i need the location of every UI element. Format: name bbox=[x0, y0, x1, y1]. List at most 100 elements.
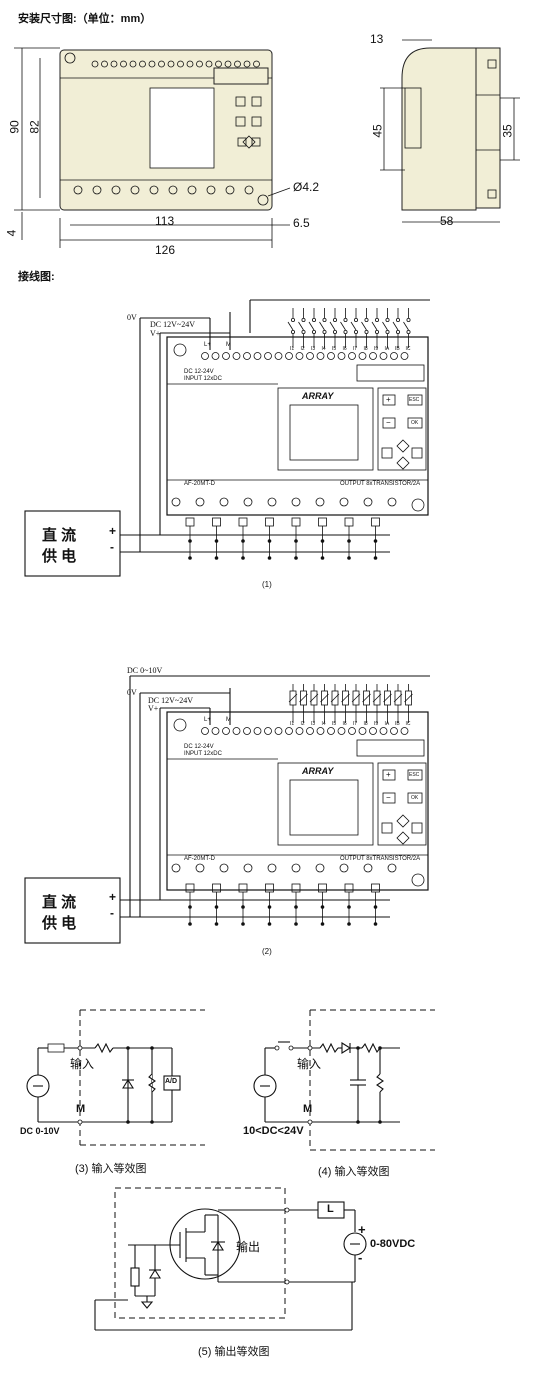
w1-supply-2: 供 电 bbox=[42, 548, 77, 565]
c3-ad: A/D bbox=[165, 1078, 178, 1085]
terminal-hole bbox=[148, 60, 156, 68]
input-label: I6 bbox=[342, 346, 347, 352]
junction bbox=[294, 922, 298, 926]
input-terminal bbox=[379, 352, 388, 360]
c4-dc: 10<DC<24V bbox=[243, 1125, 304, 1137]
junction bbox=[241, 905, 245, 909]
junction bbox=[267, 922, 272, 926]
terminal-hole bbox=[91, 60, 99, 68]
switch-blade bbox=[308, 321, 315, 331]
dim-126: 126 bbox=[155, 243, 176, 257]
w2-lplus: L+ bbox=[204, 717, 211, 723]
w2-output: OUTPUT 8xTRANSISTOR/2A bbox=[340, 856, 421, 862]
w1-dcinput: DC 12-24V bbox=[184, 369, 214, 375]
input-terminal bbox=[348, 352, 356, 360]
switch-blade bbox=[298, 321, 304, 331]
w1-m: M bbox=[226, 342, 231, 348]
input-terminal bbox=[390, 727, 398, 735]
input-terminal bbox=[358, 352, 367, 360]
terminal-hole bbox=[215, 60, 222, 68]
w1-brand: ARRAY bbox=[302, 391, 334, 401]
output-hole bbox=[267, 863, 277, 873]
output-hole bbox=[219, 863, 229, 873]
potentiometer-wiper bbox=[372, 693, 382, 703]
junction bbox=[267, 905, 272, 909]
input-terminal bbox=[232, 352, 241, 360]
input-label: I2 bbox=[300, 721, 305, 727]
w2-inputlabel: INPUT 12xDC bbox=[184, 751, 222, 757]
output-equivalent-5 bbox=[94, 1187, 367, 1331]
output-hole bbox=[243, 863, 253, 873]
junction bbox=[188, 556, 192, 560]
input-terminal bbox=[222, 727, 230, 735]
wiring-diagram-2 bbox=[24, 675, 430, 944]
input-label: IB bbox=[395, 721, 400, 727]
input-terminal bbox=[379, 727, 388, 735]
potentiometer-wiper bbox=[330, 693, 340, 703]
switch-contact bbox=[385, 329, 390, 334]
junction bbox=[320, 905, 325, 909]
output-hole bbox=[291, 497, 301, 507]
input-terminal bbox=[201, 352, 209, 360]
switch-blade bbox=[361, 321, 367, 331]
terminal-hole bbox=[129, 60, 137, 68]
w1-caption: (1) bbox=[262, 580, 272, 589]
w2-minus: - bbox=[110, 906, 114, 920]
c3-input: 输入 bbox=[70, 1057, 95, 1071]
input-terminal bbox=[253, 727, 262, 735]
terminal-hole bbox=[120, 60, 127, 68]
terminal-hole bbox=[225, 185, 235, 195]
w2-dc: DC 12V~24V bbox=[148, 696, 193, 705]
switch-contact bbox=[406, 329, 411, 334]
wiring-heading: 接线图: bbox=[18, 271, 55, 283]
input-terminal bbox=[295, 727, 304, 735]
w2-key-ok: OK bbox=[411, 795, 419, 801]
input-label: IA bbox=[384, 721, 390, 727]
input-terminal bbox=[400, 727, 409, 735]
potentiometer-wiper bbox=[288, 693, 298, 703]
terminal-hole bbox=[224, 60, 232, 68]
input-terminal bbox=[243, 727, 251, 735]
switch-contact bbox=[395, 317, 400, 322]
w1-minus: - bbox=[110, 540, 114, 554]
input-terminal bbox=[316, 352, 325, 360]
input-label: IA bbox=[384, 346, 390, 352]
w2-model: AF-20MT-D bbox=[184, 856, 216, 862]
w1-key-ok: OK bbox=[411, 420, 419, 426]
switch-contact bbox=[343, 329, 348, 334]
junction bbox=[188, 922, 192, 926]
output-terminal bbox=[212, 517, 221, 527]
input-equivalent-3 bbox=[26, 1009, 205, 1146]
input-terminal bbox=[306, 352, 314, 360]
switch-blade bbox=[382, 321, 388, 331]
switch-contact bbox=[290, 317, 295, 322]
switch-contact bbox=[322, 329, 327, 334]
input-terminal bbox=[337, 727, 346, 735]
w2-key-plus: + bbox=[386, 770, 391, 779]
input-terminal bbox=[243, 352, 251, 360]
terminal-hole bbox=[130, 185, 140, 195]
switch-blade bbox=[340, 321, 346, 331]
input-label: I3 bbox=[311, 346, 316, 352]
dim-113: 113 bbox=[155, 214, 175, 228]
w2-supply-2: 供 电 bbox=[42, 915, 77, 932]
c5-caption: (5) 输出等效图 bbox=[198, 1346, 270, 1358]
output-hole bbox=[171, 863, 181, 873]
w1-inputlabel: INPUT 12xDC bbox=[184, 376, 222, 382]
dim-4: 4 bbox=[4, 229, 19, 237]
dim-hole: Ø4.2 bbox=[293, 180, 320, 194]
potentiometer-wiper bbox=[393, 693, 403, 703]
switch-contact bbox=[301, 317, 306, 322]
switch-contact bbox=[395, 329, 400, 334]
input-terminal bbox=[316, 727, 325, 735]
potentiometer-wiper bbox=[341, 693, 350, 703]
output-terminal bbox=[344, 517, 354, 527]
terminal-hole bbox=[139, 60, 146, 68]
junction bbox=[267, 556, 272, 560]
input-label: I1 bbox=[290, 346, 295, 352]
potentiometer-wiper bbox=[320, 693, 329, 703]
terminal-hole bbox=[149, 185, 159, 195]
output-hole bbox=[171, 497, 181, 507]
input-terminal bbox=[285, 727, 293, 735]
switch-contact bbox=[364, 329, 369, 334]
